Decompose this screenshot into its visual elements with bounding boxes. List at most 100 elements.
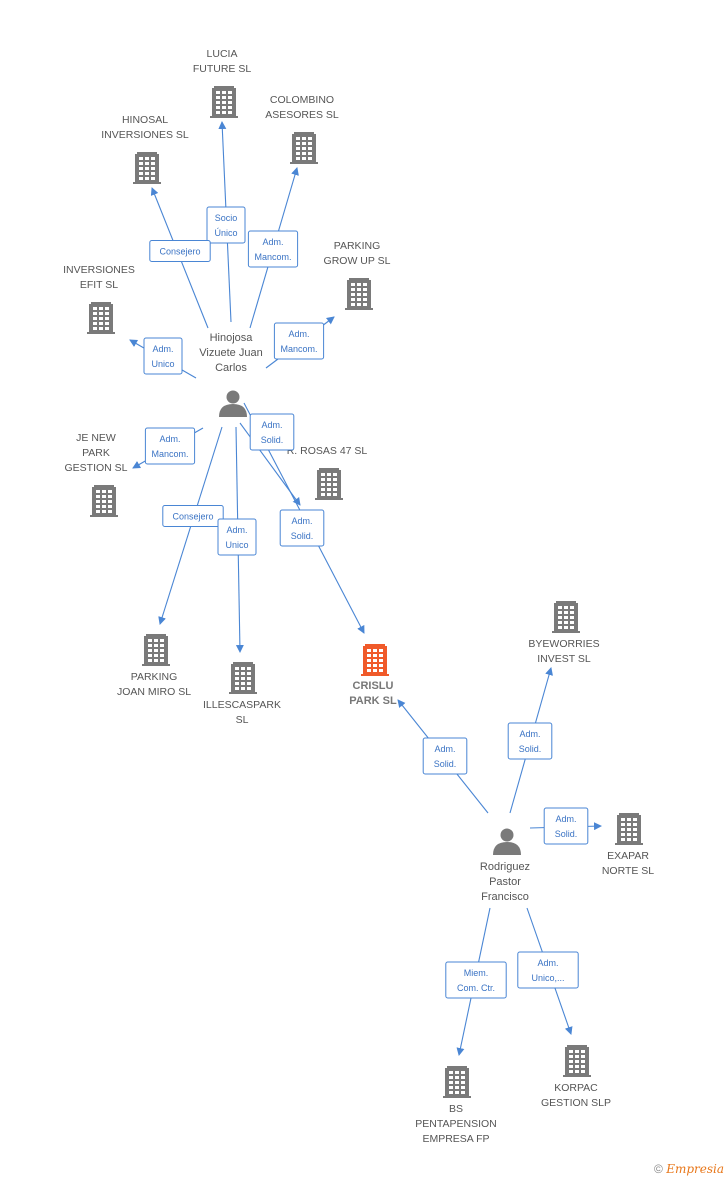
relation-label-box	[422, 737, 468, 775]
building-icon	[552, 601, 580, 633]
relation-label-text: Adm. Solid.	[555, 814, 578, 839]
building-icon	[90, 485, 118, 517]
relation-label-line: Adm.	[288, 329, 309, 339]
company-name-line: INVERSIONES	[63, 264, 135, 276]
relation-label-line: Adm.	[555, 814, 576, 824]
company-name-line: PENTAPENSION	[415, 1118, 497, 1130]
relation-label[interactable]: Adm.Solid.	[422, 737, 468, 775]
relation-label-line: Adm.	[152, 344, 173, 354]
relation-label[interactable]: Adm.Unico	[143, 337, 183, 375]
company-name-line: INVEST SL	[537, 653, 591, 665]
relation-label[interactable]: Consejero	[149, 240, 211, 262]
relation-label-box	[249, 413, 295, 451]
company-node-byeworries[interactable]: BYEWORRIES INVEST SL	[528, 601, 600, 665]
relation-label-box	[273, 322, 325, 360]
company-name-line: ILLESCASPARK	[203, 699, 281, 711]
company-name-line: R. ROSAS 47 SL	[287, 445, 368, 457]
relation-label[interactable]: Adm.Unico,...	[517, 951, 579, 989]
relation-label[interactable]: Adm.Mancom.	[144, 427, 196, 465]
relation-label-line: Solid.	[519, 744, 542, 754]
company-node-inversiones-efit[interactable]: INVERSIONES EFIT SL	[63, 264, 135, 334]
building-icon	[290, 132, 318, 164]
relation-label[interactable]: Consejero	[162, 505, 224, 527]
relation-label[interactable]: Adm.Mancom.	[273, 322, 325, 360]
company-name-line: HINOSAL	[122, 114, 168, 126]
relation-label-line: Solid.	[555, 829, 578, 839]
brand-logo[interactable]: Empresia	[666, 1162, 724, 1176]
relation-label-box	[143, 337, 183, 375]
company-name: INVERSIONES EFIT SL	[63, 264, 135, 291]
company-name-line: GROW UP SL	[324, 255, 391, 267]
relation-label-line: Único	[214, 228, 237, 238]
building-icon	[361, 644, 389, 676]
building-icon	[345, 278, 373, 310]
relation-label-box	[445, 961, 507, 999]
company-name-line: SL	[236, 714, 249, 726]
relation-label[interactable]: Miem.Com. Ctr.	[445, 961, 507, 999]
relation-label-text: Consejero	[159, 247, 200, 257]
relation-label[interactable]: Adm.Solid.	[249, 413, 295, 451]
relation-label-text: Adm.Unico,...	[531, 958, 564, 983]
relation-label-box	[247, 230, 299, 268]
company-node-illescaspark[interactable]: ILLESCASPARK SL	[203, 662, 281, 726]
person-icon	[493, 828, 521, 855]
company-name-line: FUTURE SL	[193, 63, 252, 75]
relation-label[interactable]: Adm.Solid.	[507, 722, 553, 760]
relation-label[interactable]: Adm.Solid.	[279, 509, 325, 547]
company-name-line: EFIT SL	[80, 279, 118, 291]
company-name-line: JE NEW	[76, 432, 116, 444]
relation-label-line: Solid.	[291, 531, 314, 541]
relation-label[interactable]: Adm. Solid.	[543, 807, 589, 845]
company-name-line: EMPRESA FP	[422, 1133, 489, 1145]
building-icon	[133, 152, 161, 184]
company-name-line: ASESORES SL	[265, 109, 339, 121]
building-icon	[210, 86, 238, 118]
company-name-line: KORPAC	[554, 1082, 598, 1094]
company-name-line: EXAPAR	[607, 850, 649, 862]
company-name-line: BS	[449, 1103, 463, 1115]
relation-label[interactable]: Adm.Unico	[217, 518, 257, 556]
company-name-line: BYEWORRIES	[528, 638, 599, 650]
relation-label-line: Consejero	[172, 512, 213, 522]
relation-label-text: Adm.Solid.	[261, 420, 284, 445]
relation-label-line: Adm.	[226, 525, 247, 535]
building-icon	[443, 1066, 471, 1098]
person-name-line: Hinojosa	[210, 332, 254, 344]
relation-label[interactable]: Adm.Mancom.	[247, 230, 299, 268]
relation-label-text: Adm.Solid.	[291, 516, 314, 541]
relation-label-line: Miem.	[464, 968, 489, 978]
copyright-icon: ©	[654, 1162, 663, 1176]
relation-label-line: Adm.	[262, 237, 283, 247]
person-icon	[219, 390, 247, 417]
person-name-line: Pastor	[489, 876, 521, 888]
company-name-line: PARKING	[131, 671, 177, 683]
company-name-line: GESTION SL	[64, 462, 127, 474]
company-name: R. ROSAS 47 SL	[287, 445, 368, 457]
relation-label-box	[217, 518, 257, 556]
company-node-bs-pentapension[interactable]: BS PENTAPENSION EMPRESA FP	[415, 1066, 497, 1145]
company-node-rosas[interactable]: R. ROSAS 47 SL	[287, 445, 368, 500]
